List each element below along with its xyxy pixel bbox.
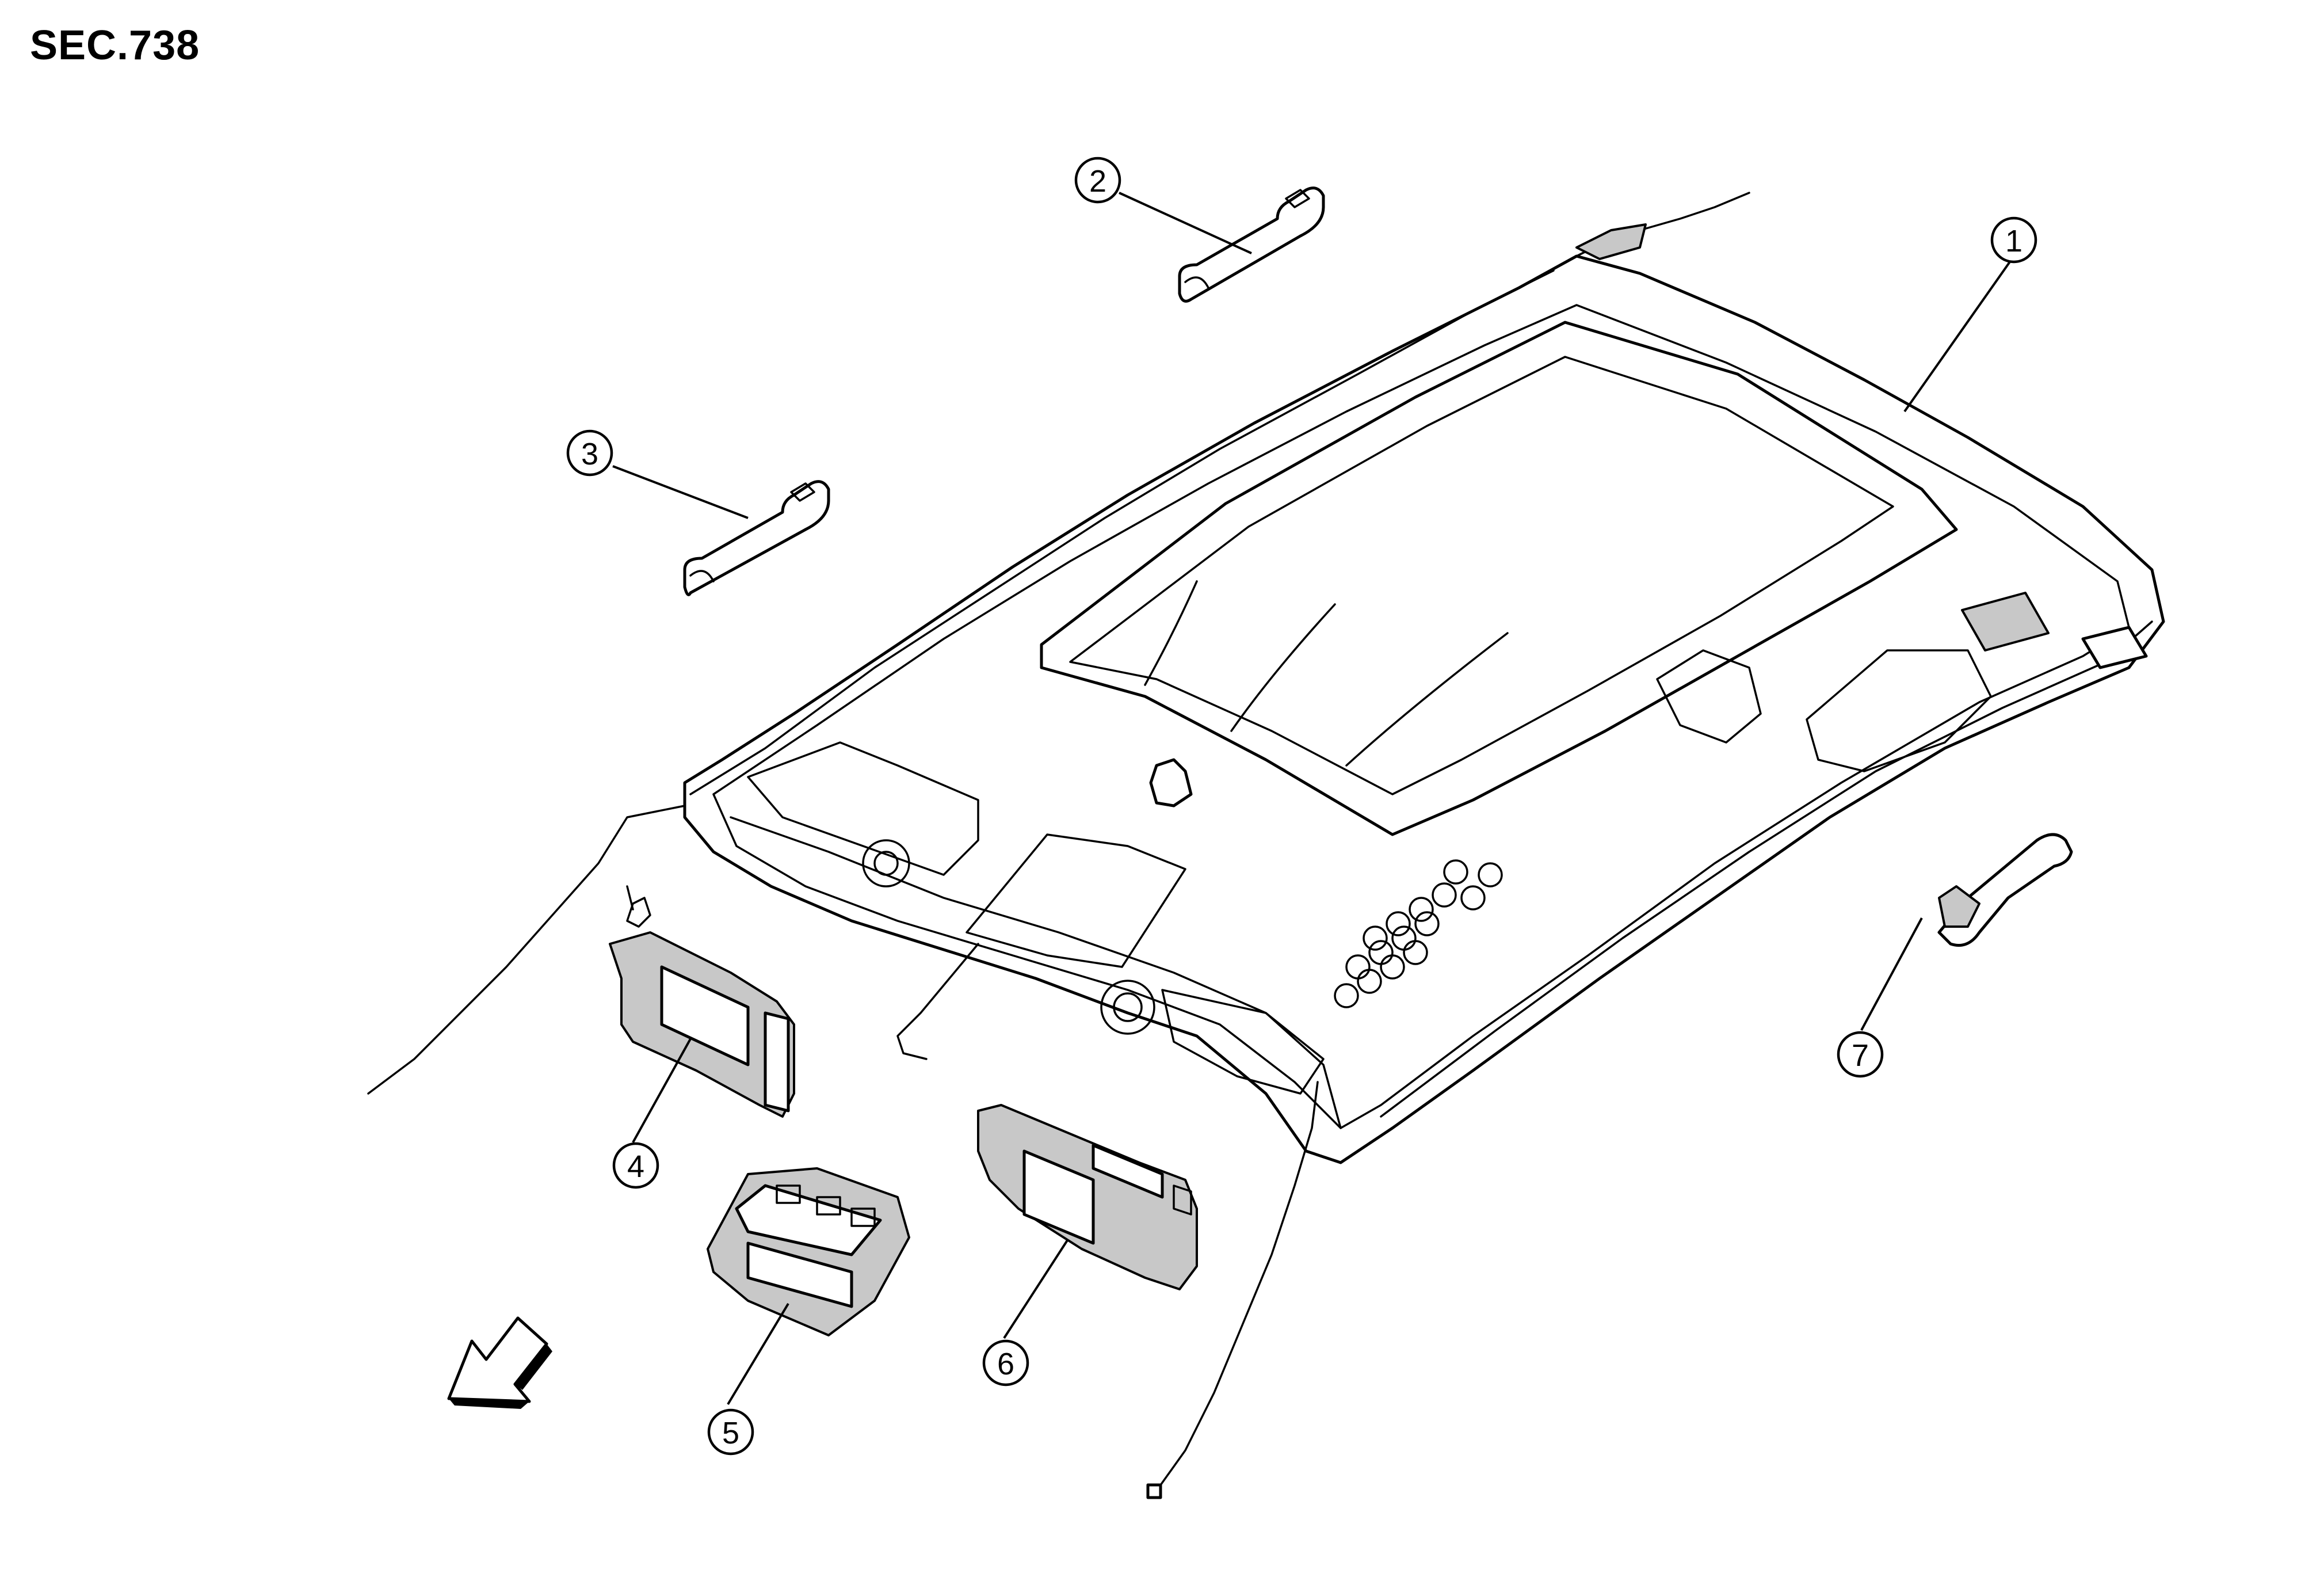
- callout-7: 7: [1837, 1031, 1884, 1078]
- svg-text:3: 3: [581, 437, 598, 471]
- assist-grip-7: [1937, 833, 2073, 947]
- headlining-harness-left: [367, 805, 686, 1095]
- map-lamp: [707, 1167, 910, 1336]
- callout-5: 5: [707, 1408, 754, 1456]
- left-visor-mount-hole: [862, 839, 910, 887]
- left-visor-mount-hole-inner: [873, 851, 899, 876]
- assist-grip-2: [1178, 186, 1325, 303]
- svg-text:7: 7: [1852, 1038, 1869, 1073]
- headlining: [367, 192, 2165, 1499]
- right-visor-mount-hole: [1100, 980, 1155, 1035]
- headlining-harness-front: [896, 943, 979, 1060]
- left-side-rail: [689, 269, 1555, 795]
- right-visor-mount-hole-inner: [1113, 992, 1143, 1022]
- left-visor-recess: [747, 741, 979, 876]
- sunvisor-rh: [977, 1104, 1198, 1290]
- callout-1: 1: [1990, 216, 2037, 264]
- rear-grip-recess-left: [1656, 649, 1762, 744]
- front-rail-edge: [730, 816, 1342, 1129]
- sunroof-seam-1: [1144, 580, 1198, 686]
- callout-3: 3: [566, 429, 613, 477]
- callout-6: 6: [982, 1339, 1029, 1386]
- sunvisor-lh: [609, 885, 795, 1118]
- headlining-harness-right: [1155, 1081, 1319, 1492]
- antenna-base: [1575, 223, 1647, 260]
- front-direction-arrow-icon: [447, 1316, 552, 1409]
- roof-center-clip: [1149, 758, 1193, 807]
- svg-text:1: 1: [2005, 224, 2022, 258]
- harness-connector: [1146, 1483, 1162, 1499]
- right-visor-recess: [1161, 989, 1325, 1095]
- svg-text:2: 2: [1089, 164, 1106, 199]
- absorbing-pad-clips: [1334, 859, 1503, 1008]
- rear-corner-clip: [2081, 626, 2148, 669]
- callout-2: 2: [1074, 157, 1121, 204]
- sunroof-seam-2: [1230, 603, 1336, 732]
- svg-text:6: 6: [997, 1347, 1014, 1381]
- sunroof-seam-3: [1345, 632, 1509, 767]
- section-title: SEC.738: [30, 22, 200, 68]
- rear-label-plate: [1961, 592, 2050, 652]
- rear-grip-recess-right: [1806, 649, 1992, 772]
- map-lamp-recess: [966, 833, 1186, 968]
- headlining-inner-rim: [712, 304, 2130, 1129]
- leader-lines: [612, 192, 2015, 1405]
- sunroof-inner-edge: [1069, 356, 1894, 795]
- assist-grip-3: [683, 480, 830, 596]
- right-side-rail: [1380, 620, 2153, 1118]
- svg-text:4: 4: [627, 1149, 644, 1184]
- svg-text:5: 5: [722, 1416, 739, 1450]
- sunroof-opening: [1040, 321, 1958, 836]
- callout-4: 4: [612, 1142, 659, 1189]
